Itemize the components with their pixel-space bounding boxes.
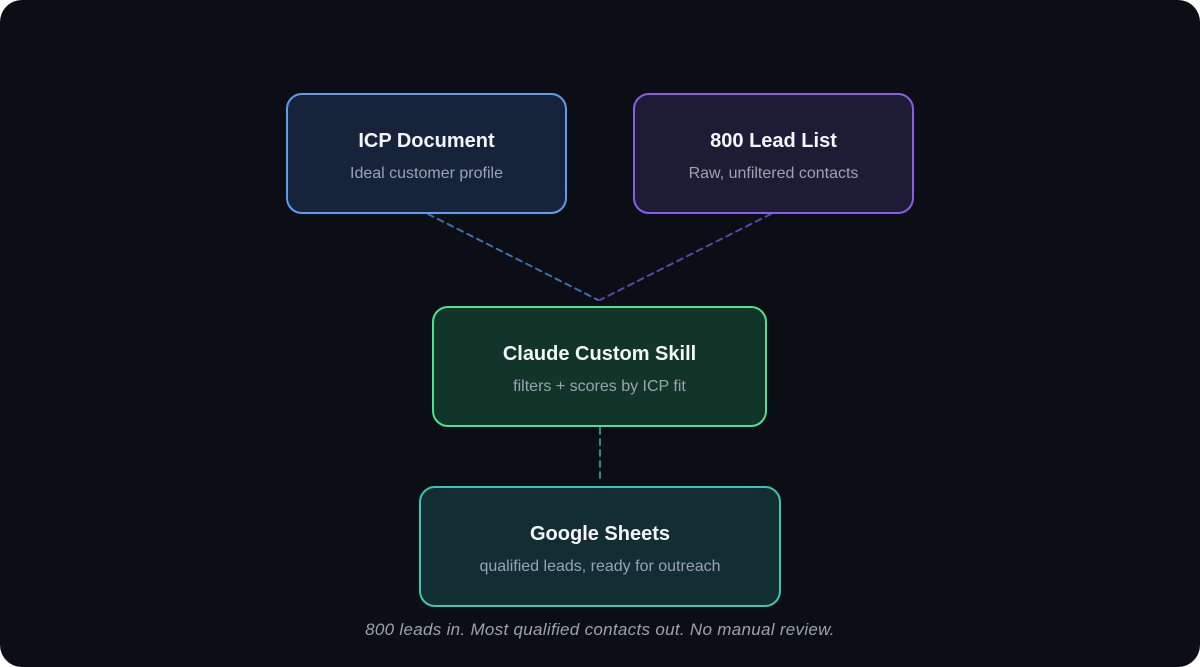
google-sheets-subtitle: qualified leads, ready for outreach xyxy=(479,558,721,575)
diagram-caption: 800 leads in. Most qualified contacts ou… xyxy=(365,620,835,639)
connector-icp-to-skill xyxy=(427,213,599,301)
lead-list-title: 800 Lead List xyxy=(710,130,837,152)
claude-skill-title: Claude Custom Skill xyxy=(502,343,697,365)
icp-document-subtitle: Ideal customer profile xyxy=(350,165,503,182)
claude-skill-subtitle: filters + scores by ICP fit xyxy=(513,378,686,395)
connector-leads-to-skill xyxy=(599,213,772,301)
claude-skill-node: Claude Custom Skill filters + scores by … xyxy=(432,306,767,427)
lead-list-subtitle: Raw, unfiltered contacts xyxy=(688,165,859,182)
lead-list-node: 800 Lead List Raw, unfiltered contacts xyxy=(633,93,914,214)
icp-document-title: ICP Document xyxy=(358,130,495,152)
icp-document-node: ICP Document Ideal customer profile xyxy=(286,93,567,214)
google-sheets-node: Google Sheets qualified leads, ready for… xyxy=(419,486,781,607)
google-sheets-title: Google Sheets xyxy=(529,523,671,545)
